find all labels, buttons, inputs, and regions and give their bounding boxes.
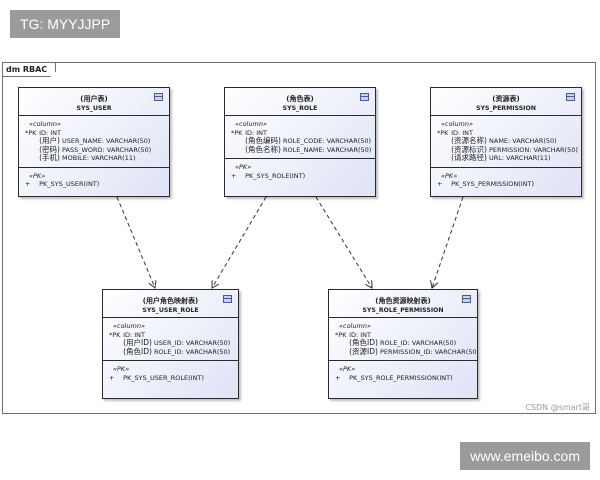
entity-sys-permission[interactable]: (资源表) SYS_PERMISSION «column» *PK ID: IN…	[430, 87, 582, 197]
entity-title-en: SYS_ROLE_PERMISSION	[362, 307, 444, 314]
column-row: *PK ID: INT	[335, 330, 372, 339]
columns-section: «column» *PK ID: INT (用户) USER_NAME: VAR…	[19, 116, 169, 168]
columns-section: «column» *PK ID: INT (角色ID) ROLE_ID: VAR…	[329, 318, 477, 361]
entity-title-cn: (用户角色映射表)	[142, 297, 199, 305]
pk-row: + PK_SYS_ROLE(INT)	[231, 171, 306, 180]
entity-header: (用户角色映射表) SYS_USER_ROLE	[103, 290, 238, 318]
entity-header: (角色资源映射表) SYS_ROLE_PERMISSION	[329, 290, 477, 318]
column-row: *PK ID: INT	[231, 128, 268, 137]
column-stereotype: «column»	[113, 322, 145, 330]
table-icon	[566, 93, 575, 101]
entity-title-en: SYS_USER_ROLE	[142, 307, 199, 314]
connector-role-to-user-role	[212, 196, 267, 288]
watermark-bottom-right: www.emeibo.com	[460, 442, 590, 470]
column-row: (请求路径) URL: VARCHAR(11)	[451, 153, 551, 162]
credit-watermark: CSDN @smart哥	[525, 403, 590, 412]
entity-title-cn: (用户表)	[80, 95, 108, 103]
column-row: (资源ID) PERMISSION_ID: VARCHAR(50)	[349, 346, 478, 356]
pk-row: + PK_SYS_USER_ROLE(INT)	[109, 373, 204, 382]
pk-stereotype: «PK»	[113, 365, 130, 373]
column-stereotype: «column»	[339, 322, 371, 330]
connector-role-to-role-permission	[315, 196, 372, 288]
column-row: *PK ID: INT	[109, 330, 146, 339]
column-row: (角色ID) ROLE_ID: VARCHAR(50)	[123, 346, 231, 356]
diagram-frame-title: dm RBAC	[3, 63, 56, 77]
pk-stereotype: «PK»	[29, 171, 46, 180]
columns-section: «column» *PK ID: INT (用户ID) USER_ID: VAR…	[103, 318, 238, 361]
table-icon	[154, 93, 163, 101]
pk-row: + PK_SYS_PERMISSION(INT)	[437, 180, 535, 188]
connector-user-to-user-role	[116, 196, 155, 288]
entity-sys-user-role[interactable]: (用户角色映射表) SYS_USER_ROLE «column» *PK ID:…	[102, 289, 239, 399]
column-row: (角色ID) ROLE_ID: VARCHAR(50)	[349, 338, 457, 347]
table-icon	[462, 295, 471, 303]
entity-header: (角色表) SYS_ROLE	[225, 88, 375, 116]
column-row: (资源名称) NAME: VARCHAR(50)	[451, 136, 557, 145]
entity-sys-role[interactable]: (角色表) SYS_ROLE «column» *PK ID: INT (角色编…	[224, 87, 376, 197]
column-row: (密码) PASS_WORD: VARCHAR(50)	[39, 144, 152, 154]
column-row: (手机) MOBILE: VARCHAR(11)	[39, 153, 136, 162]
pk-stereotype: «PK»	[235, 163, 252, 171]
pk-row: + PK_SYS_ROLE_PERMISSION(INT)	[335, 373, 453, 382]
entity-title-cn: (角色表)	[286, 95, 314, 103]
column-row: (角色编码) ROLE_CODE: VARCHAR(50)	[245, 136, 372, 145]
columns-section: «column» *PK ID: INT (资源名称) NAME: VARCHA…	[431, 116, 581, 168]
watermark-top-left: TG: MYYJJPP	[10, 10, 121, 38]
pk-section: «PK» + PK_SYS_PERMISSION(INT)	[431, 168, 581, 193]
entity-title-cn: (资源表)	[492, 95, 520, 103]
column-row: (角色名称) ROLE_NAME: VARCHAR(50)	[245, 144, 372, 154]
pk-section: «PK» + PK_SYS_USER_ROLE(INT)	[103, 361, 238, 386]
entity-title-en: SYS_USER	[76, 105, 112, 112]
column-row: *PK ID: INT	[25, 128, 62, 137]
entity-title-cn: (角色资源映射表)	[375, 297, 431, 305]
pk-section: «PK» + PK_SYS_ROLE_PERMISSION(INT)	[329, 361, 477, 386]
entity-header: (用户表) SYS_USER	[19, 88, 169, 116]
connector-permission-to-role-permission	[432, 196, 464, 288]
entity-sys-user[interactable]: (用户表) SYS_USER «column» *PK ID: INT (用户)…	[18, 87, 170, 197]
entity-title-en: SYS_ROLE	[282, 105, 318, 112]
entity-title-en: SYS_PERMISSION	[476, 105, 536, 112]
column-stereotype: «column»	[235, 120, 267, 128]
table-icon	[360, 93, 369, 101]
entity-header: (资源表) SYS_PERMISSION	[431, 88, 581, 116]
column-row: *PK ID: INT	[437, 128, 474, 137]
columns-section: «column» *PK ID: INT (角色编码) ROLE_CODE: V…	[225, 116, 375, 159]
column-stereotype: «column»	[29, 120, 61, 128]
pk-section: «PK» + PK_SYS_ROLE(INT)	[225, 159, 375, 184]
column-row: (资源标识) PERMISSION: VARCHAR(50)	[451, 144, 578, 154]
pk-stereotype: «PK»	[339, 365, 356, 373]
pk-section: «PK» + PK_SYS_USER(INT)	[19, 168, 169, 193]
entity-sys-role-permission[interactable]: (角色资源映射表) SYS_ROLE_PERMISSION «column» *…	[328, 289, 478, 399]
table-icon	[223, 295, 232, 303]
pk-row: + PK_SYS_USER(INT)	[25, 180, 100, 188]
column-row: (用户) USER_NAME: VARCHAR(50)	[39, 136, 151, 145]
pk-stereotype: «PK»	[441, 171, 458, 180]
column-stereotype: «column»	[441, 120, 473, 128]
column-row: (用户ID) USER_ID: VARCHAR(50)	[123, 338, 231, 347]
